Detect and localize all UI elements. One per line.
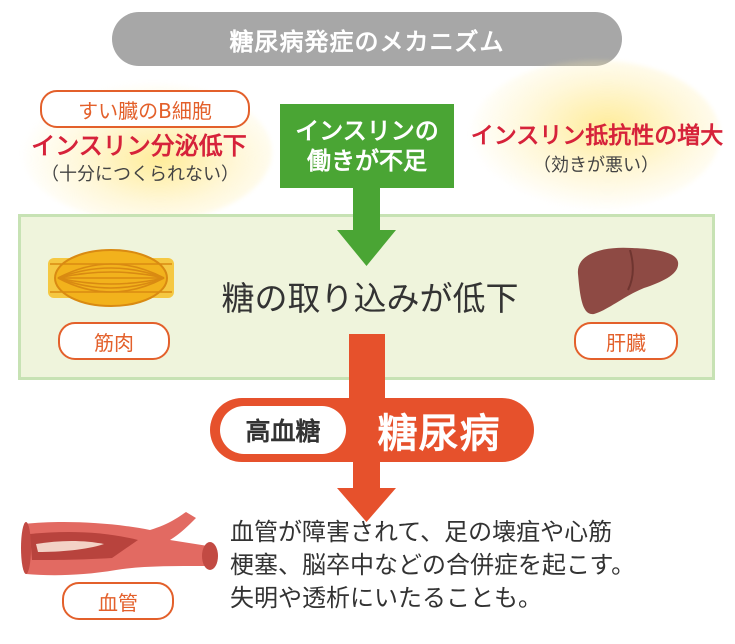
complication-line: 梗塞、脳卒中などの合併症を起こす。 [230,551,636,580]
blood-vessel-icon [21,512,218,576]
diabetes-label: 糖尿病 [377,411,501,457]
insulin-resistance-increase: インスリン抵抗性の増大 [470,123,724,149]
blood-vessel-tag: 血管 [62,582,174,620]
down-arrow-icon [337,186,396,266]
muscle-label: 筋肉 [94,330,134,355]
complication-description: 血管が障害されて、足の壊疽や心筋 梗塞、脳卒中などの合併症を起こす。 失明や透析… [230,516,725,615]
down-arrow-icon [337,460,396,522]
complication-line: 血管が障害されて、足の壊疽や心筋 [230,518,613,546]
glucose-uptake-decrease: 糖の取り込みが低下 [221,279,519,318]
title-pill: 糖尿病発症のメカニズム [112,12,622,66]
page-title: 糖尿病発症のメカニズム [229,27,505,56]
complication-line: 失明や透析にいたることも。 [230,584,542,613]
insulin-secretion-note: （十分につくられない） [41,164,239,185]
insulin-secretion-decrease: インスリン分泌低下 [31,132,247,160]
right-glow [470,60,720,210]
liver-icon [577,247,679,315]
liver-label: 肝臓 [606,330,646,355]
blood-vessel-label: 血管 [98,590,138,615]
hyperglycemia-label: 高血糖 [245,417,321,446]
muscle-icon [48,249,174,307]
down-arrow-icon [349,334,385,404]
muscle-tag: 筋肉 [58,322,170,360]
pancreas-label: すい臓のB細胞 [78,98,212,123]
hyperglycemia-badge: 高血糖 [220,406,346,454]
insulin-insufficient-box: インスリンの 働きが不足 [280,104,454,188]
pancreas-b-cell-tag: すい臓のB細胞 [40,90,250,128]
insulin-box-line1: インスリンの [295,117,439,145]
insulin-resistance-note: （効きが悪い） [533,155,659,176]
liver-tag: 肝臓 [574,322,678,360]
insulin-box-line2: 働きが不足 [307,147,427,175]
